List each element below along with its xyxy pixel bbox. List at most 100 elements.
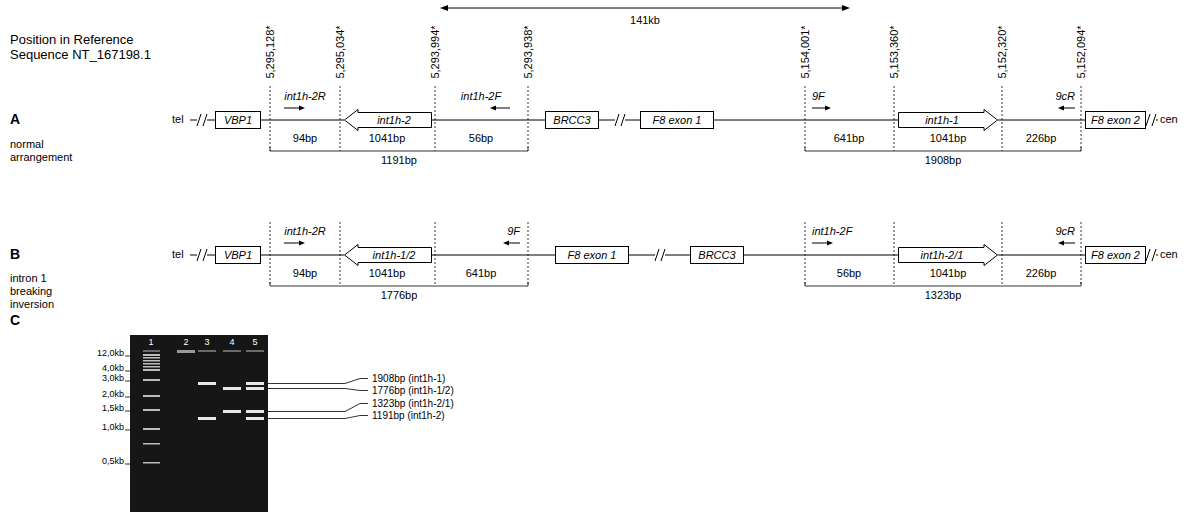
position-label: 5,295,034* (334, 25, 347, 78)
distance-label: 141kb (630, 14, 660, 27)
end-label: cen (1160, 113, 1178, 126)
primer-label: int1h-2F (812, 225, 852, 238)
position-label: 5,293,938* (522, 25, 535, 78)
arrow-outline (899, 245, 998, 266)
distance-arrow (440, 5, 850, 11)
arrow-outline (345, 245, 432, 266)
length-label: 1041bp (369, 132, 406, 145)
arrow-outline (899, 110, 998, 131)
gene-name: VBP1 (224, 115, 252, 126)
band-label: 1323bp (int1h-2/1) (372, 398, 454, 409)
length-label: 56bp (469, 132, 493, 145)
gene-box: F8 exon 2 (1085, 111, 1146, 129)
total-length: 1191bp (381, 154, 417, 167)
chromosome-line (261, 120, 344, 121)
band-label: 1191bp (int1h-2) (372, 410, 445, 421)
length-label: 641bp (834, 132, 865, 145)
ladder-size: 3,0kb (102, 373, 124, 383)
chromosome-line (998, 255, 1085, 256)
position-label: 5,295,128* (264, 25, 277, 78)
position-line (270, 86, 1081, 286)
ladder-size: 1,5kb (102, 403, 124, 413)
chromosome-line (998, 120, 1085, 121)
total-length: 1908bp (925, 154, 962, 167)
ladder-size: 0,5kb (102, 456, 124, 466)
repeat-arrow: int1h-2 (344, 109, 432, 131)
gene-name: BRCC3 (698, 250, 735, 261)
break-mark (197, 113, 1156, 262)
primer-label: 9F (812, 90, 825, 103)
chromosome-line (744, 255, 898, 256)
length-label: 94bp (293, 267, 317, 280)
gene-box: F8 exon 2 (1085, 246, 1146, 264)
band-label: 1908bp (int1h-1) (372, 373, 445, 384)
chromosome-line (432, 255, 555, 256)
ladder-tick (125, 356, 130, 464)
length-label: 94bp (293, 132, 317, 145)
gene-box: VBP1 (215, 111, 261, 129)
gene-name: int1h-1/2 (373, 250, 416, 261)
gene-box: F8 exon 1 (555, 246, 629, 264)
position-label: 5,293,994* (429, 25, 442, 78)
length-bracket (270, 147, 1081, 286)
repeat-arrow: int1h-1/2 (344, 244, 432, 266)
ladder-size: 2,0kb (102, 389, 124, 399)
primer-arrow (284, 106, 1075, 246)
arrow-outline (345, 110, 432, 131)
reference-heading: Position in Reference Sequence NT_167198… (10, 32, 175, 62)
gene-name: F8 exon 1 (653, 115, 702, 126)
gene-name: BRCC3 (553, 115, 590, 126)
chromosome-line (190, 120, 1158, 255)
lane-number: 3 (204, 337, 209, 347)
gel-image (130, 335, 268, 512)
position-label: 5,153,360* (888, 25, 901, 78)
lane-number: 2 (183, 337, 188, 347)
gene-name: int1h-2 (377, 115, 411, 126)
gene-box: VBP1 (215, 246, 261, 264)
primer-label: 9F (507, 225, 520, 238)
ladder-size: 1,0kb (102, 422, 124, 432)
row-caption: intron 1 breaking inversion (10, 272, 72, 311)
gene-name: F8 exon 2 (1091, 250, 1140, 261)
total-length: 1776bp (381, 289, 418, 302)
length-label: 1041bp (369, 267, 406, 280)
gene-name: F8 exon 2 (1091, 115, 1140, 126)
total-length: 1323bp (925, 289, 962, 302)
length-label: 226bp (1026, 132, 1057, 145)
lane-number: 1 (148, 337, 153, 347)
end-label: cen (1160, 248, 1178, 261)
repeat-arrow: int1h-1 (898, 109, 998, 131)
gene-box: F8 exon 1 (640, 111, 714, 129)
position-label: 5,152,320* (996, 25, 1009, 78)
gene-name: F8 exon 1 (568, 250, 617, 261)
primer-label: 9cR (1055, 225, 1075, 238)
length-label: 56bp (837, 267, 861, 280)
lane-number: 5 (252, 337, 257, 347)
primer-label: int1h-2R (284, 225, 326, 238)
panel-letter: B (10, 246, 20, 262)
ladder-size: 12,0kb (97, 348, 124, 358)
length-label: 1041bp (930, 267, 967, 280)
gene-name: int1h-1 (925, 115, 959, 126)
length-label: 226bp (1026, 267, 1057, 280)
primer-label: int1h-2R (284, 90, 326, 103)
chromosome-line (714, 120, 898, 121)
chromosome-line (261, 255, 344, 256)
panel-letter: C (10, 312, 20, 328)
primer-label: 9cR (1055, 90, 1075, 103)
gene-box: BRCC3 (690, 246, 744, 264)
panel-letter: A (10, 111, 20, 127)
length-label: 641bp (466, 267, 497, 280)
length-label: 1041bp (930, 132, 967, 145)
end-label: tel (172, 113, 184, 126)
ladder-size: 4,0kb (102, 363, 124, 373)
leader-line (268, 379, 368, 419)
gene-name: int1h-2/1 (921, 250, 964, 261)
gene-name: VBP1 (224, 250, 252, 261)
lane-number: 4 (229, 337, 234, 347)
position-label: 5,154,001* (799, 25, 812, 78)
repeat-arrow: int1h-2/1 (898, 244, 998, 266)
position-label: 5,152,094* (1075, 25, 1088, 78)
primer-label: int1h-2F (461, 90, 501, 103)
band-label: 1776bp (int1h-1/2) (372, 385, 454, 396)
